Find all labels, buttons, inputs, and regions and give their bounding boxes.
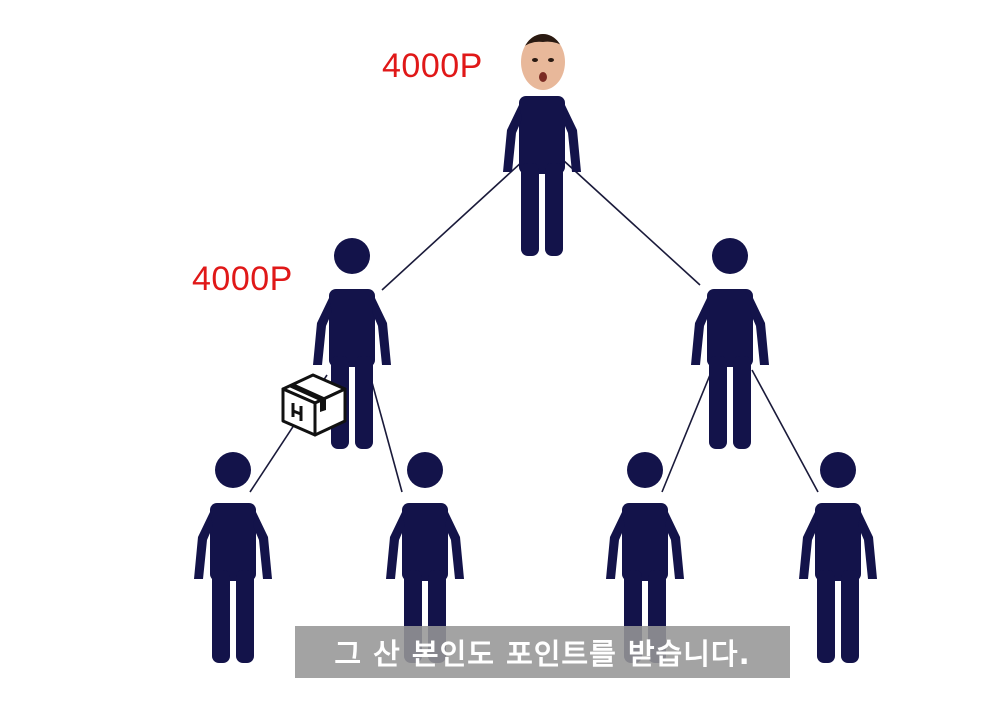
line-root-right xyxy=(562,159,701,286)
line-right-child1 xyxy=(661,369,713,493)
subtitle-text: 그 산 본인도 포인트를 받습니다. xyxy=(334,637,751,671)
person-root xyxy=(503,96,581,256)
face-photo xyxy=(521,34,565,90)
line-right-child2 xyxy=(751,369,819,493)
line-root-left xyxy=(381,159,525,291)
subtitle-bar: 그 산 본인도 포인트를 받습니다. xyxy=(295,626,790,678)
person-level3-1 xyxy=(194,452,272,663)
line-left-child2 xyxy=(369,374,403,493)
person-level2-right xyxy=(691,238,769,449)
points-label-left: 4000P xyxy=(192,260,293,298)
box-icon xyxy=(281,373,347,437)
points-label-top: 4000P xyxy=(382,47,483,85)
person-level3-4 xyxy=(799,452,877,663)
